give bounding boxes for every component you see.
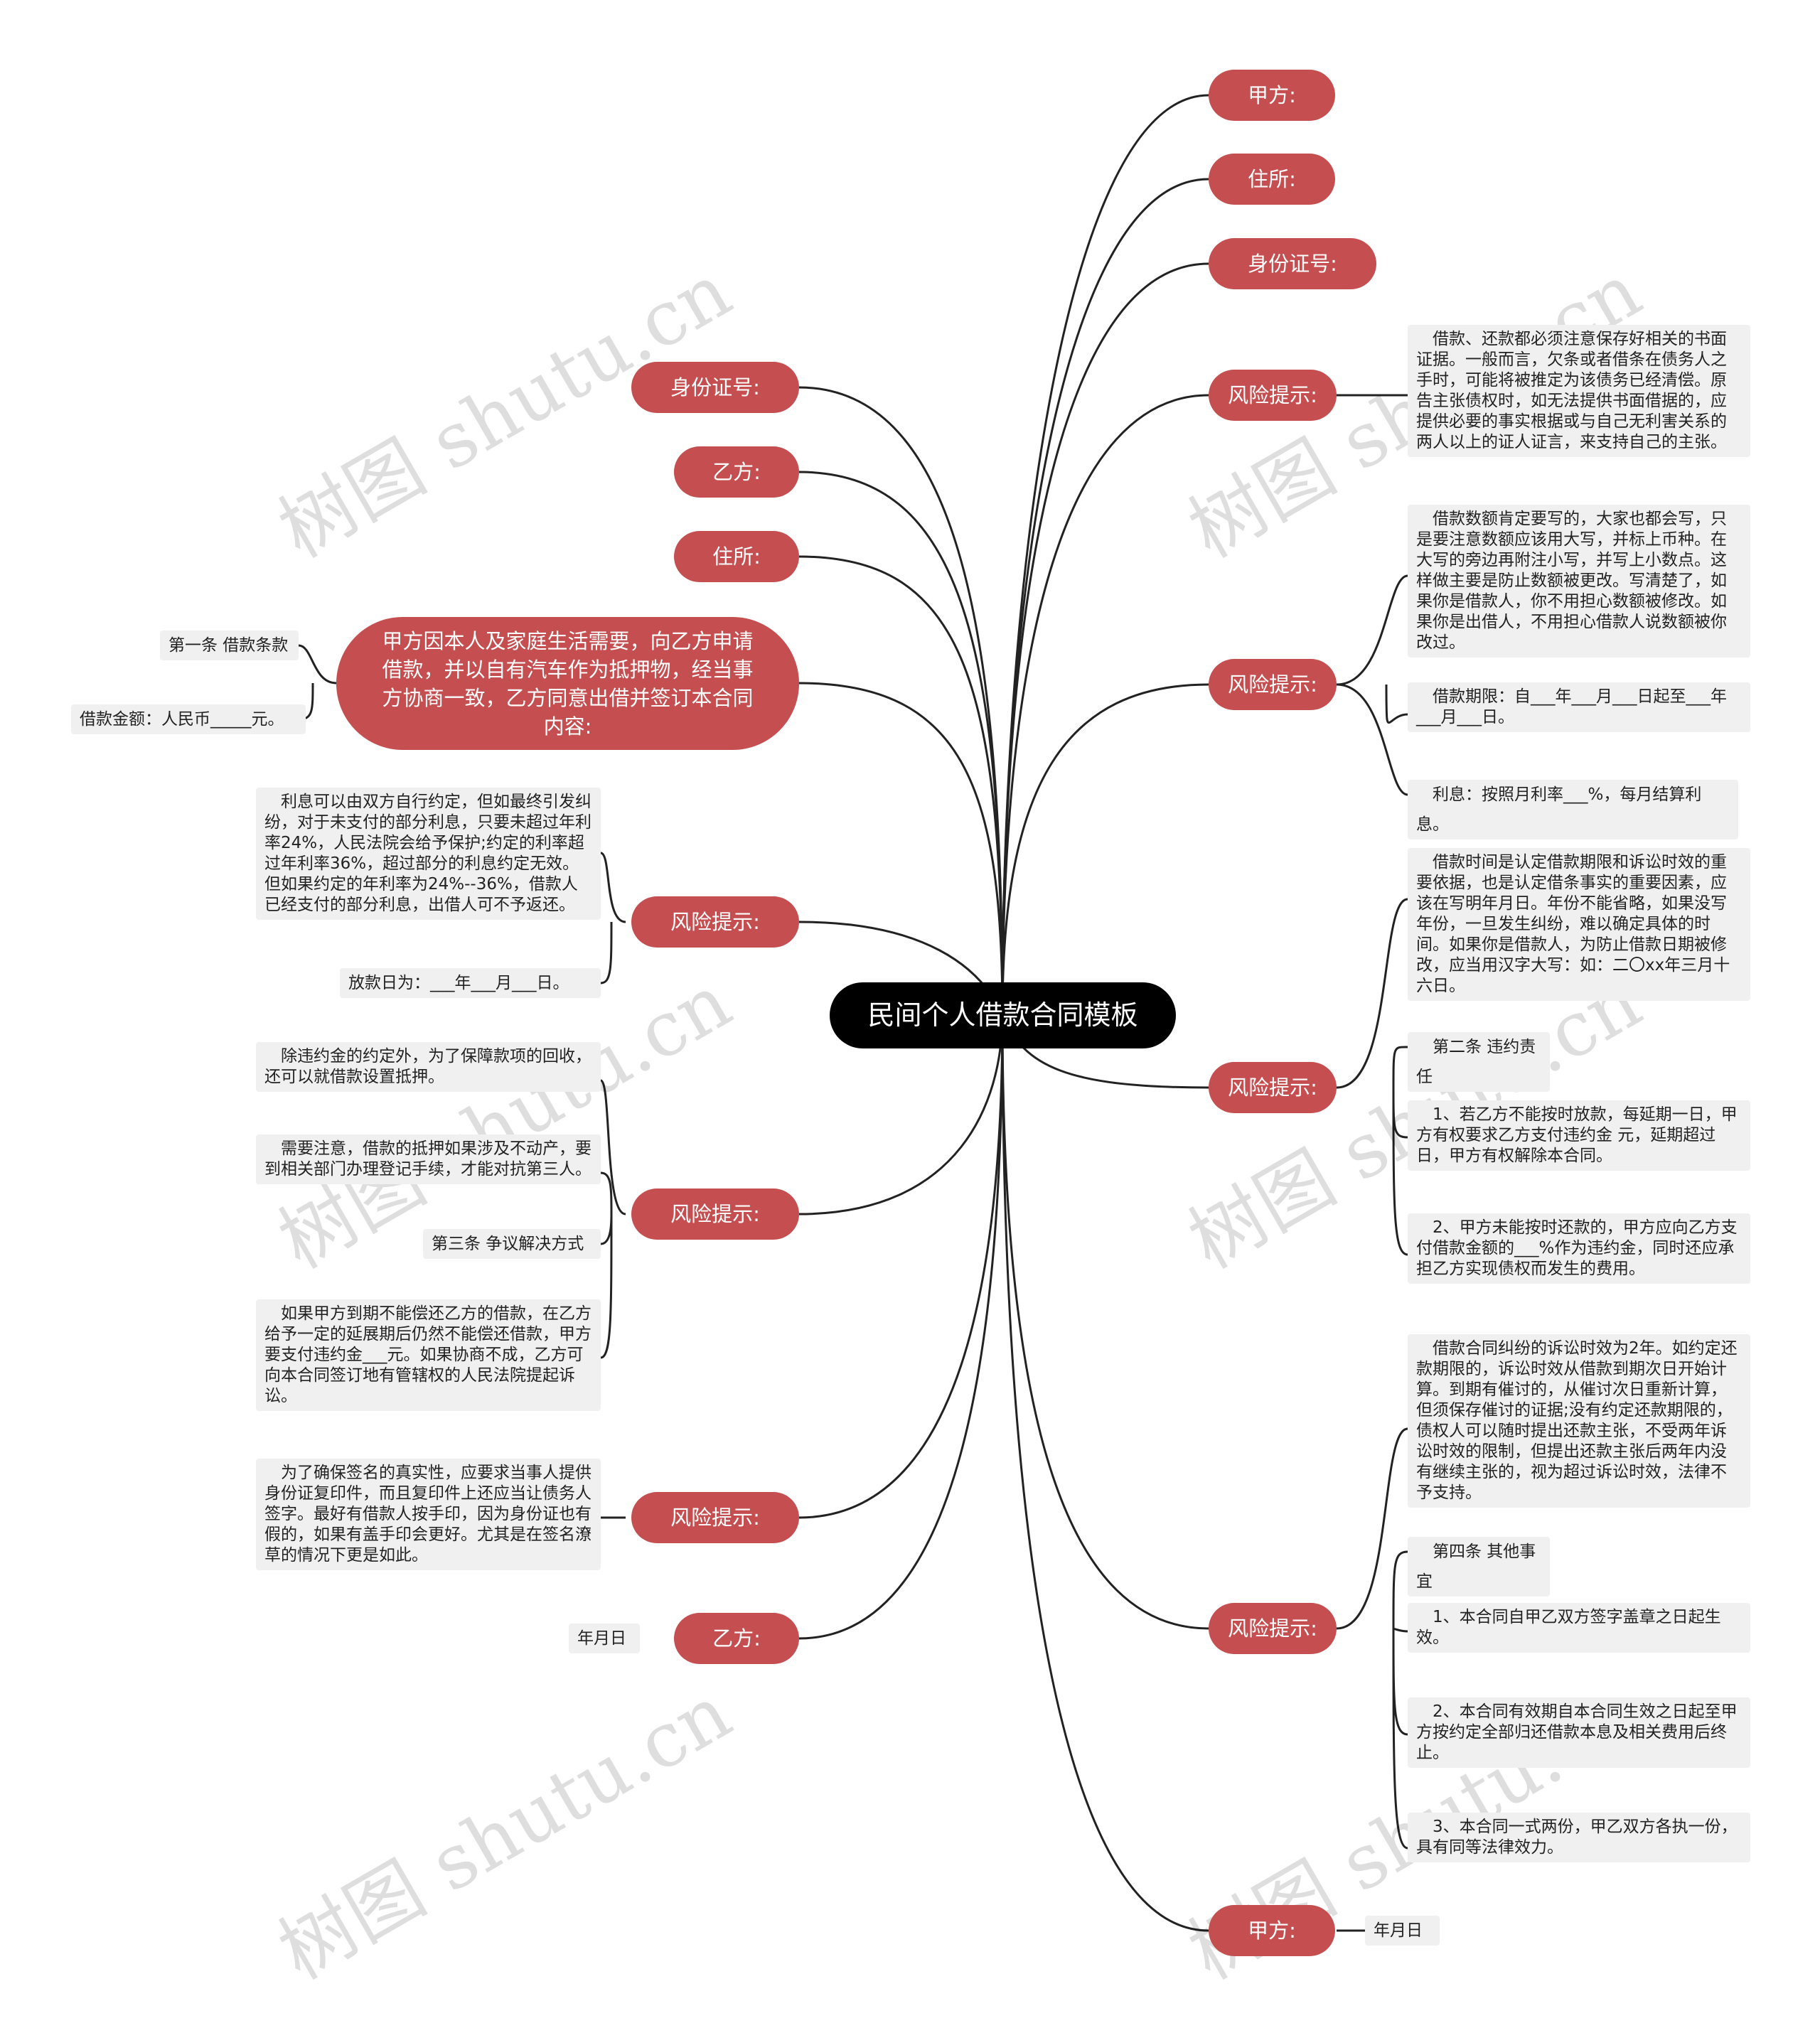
leaf-r4-4: 2、本合同有效期自本合同生效之日起至甲方按约定全部归还借款本息及相关费用后终止。 xyxy=(1408,1697,1750,1768)
leaf-r3-1: 借款时间是认定借款期限和诉讼时效的重要依据，也是认定借条事实的重要因素，应该在写… xyxy=(1408,848,1750,1001)
leaf-l2-4: 如果甲方到期不能偿还乙方的借款，在乙方给予一定的延展期后仍然不能偿还借款，甲方要… xyxy=(256,1299,601,1411)
leaf-r3-4: 2、甲方未能按时还款的，甲方应向乙方支付借款金额的___%作为违约金，同时还应承… xyxy=(1408,1213,1750,1284)
leaf-intro-2: 借款金额：人民币_____元。 xyxy=(71,704,306,734)
leaf-r2-3: 利息：按照月利率___%，每月结算利息。 xyxy=(1408,780,1738,839)
leaf-jiafang-date: 年月日 xyxy=(1365,1916,1440,1946)
leaf-l3: 为了确保签名的真实性，应要求当事人提供身份证复印件，而且复印件上还应当让债务人签… xyxy=(256,1459,601,1570)
leaf-l1-1: 利息可以由双方自行约定，但如最终引发纠纷，对于未支付的部分利息，只要未超过年利率… xyxy=(256,788,601,920)
leaf-r1: 借款、还款都必须注意保存好相关的书面证据。一般而言，欠条或者借条在债务人之手时，… xyxy=(1408,325,1750,457)
branch-intro[interactable]: 甲方因本人及家庭生活需要，向乙方申请借款，并以自有汽车作为抵押物，经当事方协商一… xyxy=(336,617,799,750)
branch-yifang-top[interactable]: 乙方: xyxy=(674,446,799,498)
root-node[interactable]: 民间个人借款合同模板 xyxy=(830,982,1176,1048)
branch-shenfen-right[interactable]: 身份证号: xyxy=(1209,238,1376,289)
branch-zhusuo-left[interactable]: 住所: xyxy=(674,531,799,582)
branch-risk-l2[interactable]: 风险提示: xyxy=(631,1188,799,1240)
branch-zhusuo-right[interactable]: 住所: xyxy=(1209,154,1335,205)
branch-risk-r3[interactable]: 风险提示: xyxy=(1209,1062,1337,1113)
branch-shenfen-left[interactable]: 身份证号: xyxy=(631,362,799,413)
branch-jiafang-bottom[interactable]: 甲方: xyxy=(1209,1905,1335,1956)
leaf-l1-2: 放款日为：___年___月___日。 xyxy=(340,968,601,998)
branch-yifang-bottom[interactable]: 乙方: xyxy=(674,1613,799,1664)
leaf-intro-1: 第一条 借款条款 xyxy=(160,630,299,660)
branch-risk-l1[interactable]: 风险提示: xyxy=(631,896,799,948)
leaf-r2-1: 借款数额肯定要写的，大家也都会写，只是要注意数额应该用大写，并标上币种。在大写的… xyxy=(1408,505,1750,658)
leaf-r4-3: 1、本合同自甲乙双方签字盖章之日起生效。 xyxy=(1408,1603,1750,1653)
watermark: 树图 shutu.cn xyxy=(264,1668,745,1997)
leaf-r3-2: 第二条 违约责任 xyxy=(1408,1032,1550,1092)
leaf-r3-3: 1、若乙方不能按时放款，每延期一日，甲方有权要求乙方支付违约金 元，延期超过 日… xyxy=(1408,1100,1750,1171)
branch-risk-r1[interactable]: 风险提示: xyxy=(1209,370,1337,421)
leaf-r4-2: 第四条 其他事宜 xyxy=(1408,1537,1550,1597)
leaf-r4-5: 3、本合同一式两份，甲乙双方各执一份，具有同等法律效力。 xyxy=(1408,1813,1750,1862)
leaf-l2-3: 第三条 争议解决方式 xyxy=(423,1229,601,1259)
leaf-l2-1: 除违约金的约定外，为了保障款项的回收，还可以就借款设置抵押。 xyxy=(256,1042,601,1092)
leaf-r2-2: 借款期限：自___年___月___日起至___年___月___日。 xyxy=(1408,682,1750,732)
branch-jiafang-top[interactable]: 甲方: xyxy=(1209,70,1335,121)
leaf-yifang-date: 年月日 xyxy=(569,1624,640,1653)
leaf-r4-1: 借款合同纠纷的诉讼时效为2年。如约定还款期限的，诉讼时效从借款到期次日开始计算。… xyxy=(1408,1334,1750,1508)
leaf-l2-2: 需要注意，借款的抵押如果涉及不动产，要到相关部门办理登记手续，才能对抗第三人。 xyxy=(256,1134,601,1184)
branch-risk-r4[interactable]: 风险提示: xyxy=(1209,1603,1337,1654)
branch-risk-l3[interactable]: 风险提示: xyxy=(631,1492,799,1543)
branch-risk-r2[interactable]: 风险提示: xyxy=(1209,659,1337,710)
